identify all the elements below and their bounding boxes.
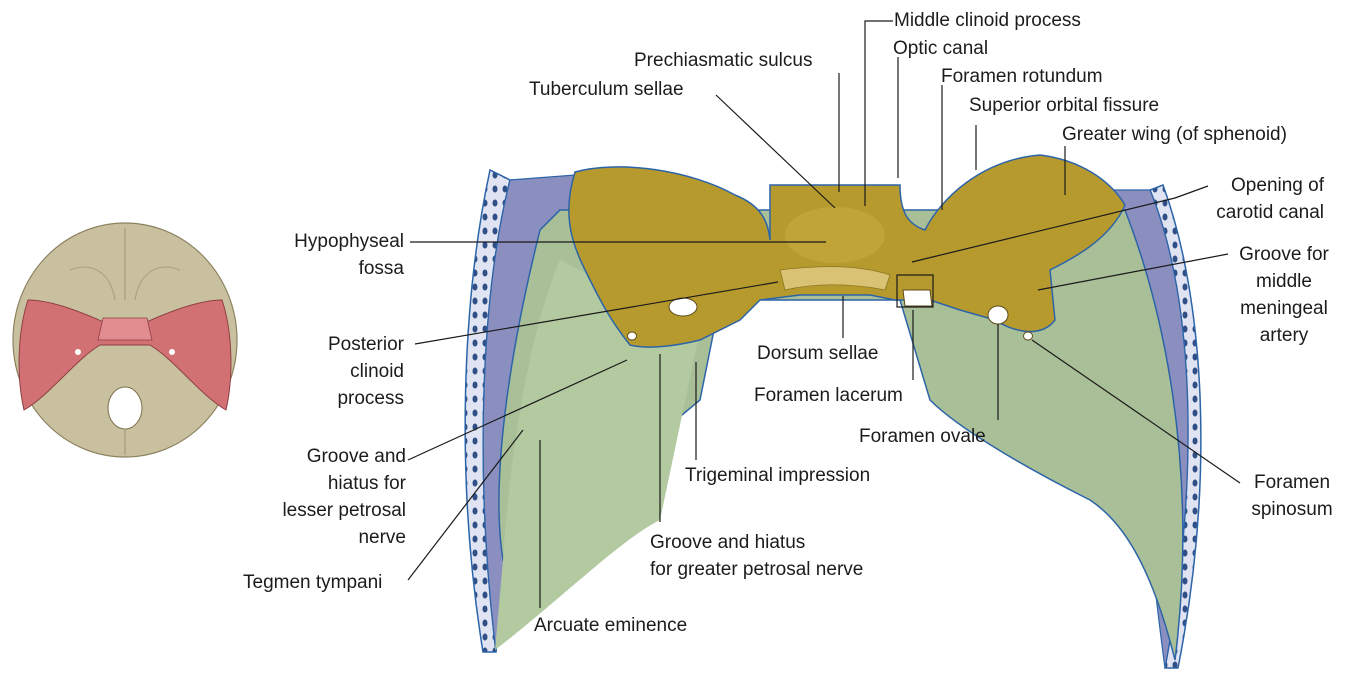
middle-cranial-fossa-illustration [464,154,1202,669]
label-foramen-lacerum: Foramen lacerum [754,385,903,406]
foramen-ovale-shape [987,305,1009,325]
label-foramen-ovale: Foramen ovale [859,426,986,447]
foramen-spinosum-shape [1023,331,1033,341]
label-tegmen-tympani: Tegmen tympani [243,572,383,593]
label-foramen-rotundum: Foramen rotundum [941,66,1103,87]
label-groove-lesser-petrosal: Groove and hiatus for lesser petrosal ne… [282,446,406,548]
label-opening-carotid-canal: Opening of carotid canal [1216,175,1324,223]
foramen-left [668,297,698,317]
orientation-skull-inset [12,222,238,458]
label-groove-greater-petrosal: Groove and hiatus for greater petrosal n… [650,532,864,580]
label-hypophyseal-fossa: Hypophyseal fossa [294,231,404,279]
label-posterior-clinoid-process: Posterior clinoid process [327,334,404,409]
label-superior-orbital-fissure: Superior orbital fissure [969,95,1160,116]
label-arcuate-eminence: Arcuate eminence [534,615,688,636]
label-middle-clinoid-process: Middle clinoid process [894,10,1081,31]
label-groove-middle-meningeal: Groove for middle meningeal artery [1239,244,1329,346]
leader-lines [407,20,1241,608]
label-dorsum-sellae: Dorsum sellae [757,343,879,364]
label-prechiasmatic-sulcus: Prechiasmatic sulcus [634,50,813,71]
label-trigeminal-impression: Trigeminal impression [685,465,871,486]
label-greater-wing: Greater wing (of sphenoid) [1062,124,1287,145]
label-tuberculum-sellae: Tuberculum sellae [529,79,684,100]
foramen-lacerum-shape [902,289,933,307]
label-foramen-spinosum: Foramen spinosum [1251,472,1333,520]
label-optic-canal: Optic canal [893,38,989,59]
